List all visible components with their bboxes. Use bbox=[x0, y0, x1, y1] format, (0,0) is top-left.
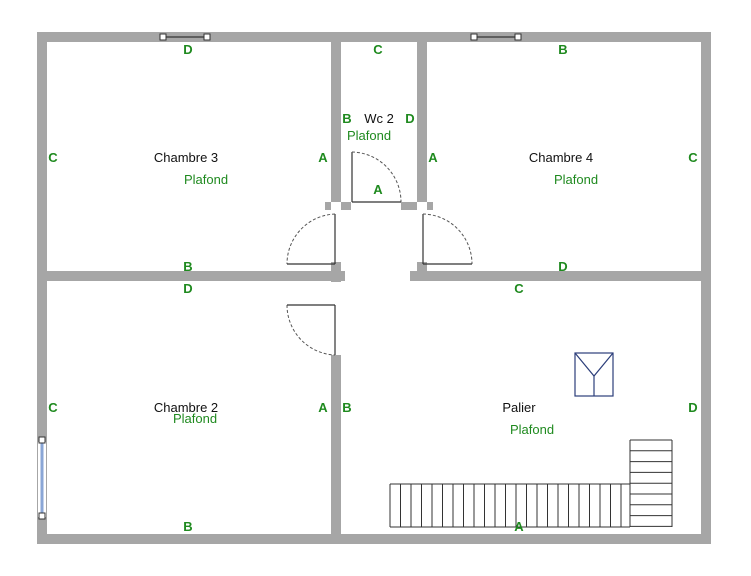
wall-letter-chambre3-right: A bbox=[318, 150, 328, 165]
wall-letter-chambre2-left: C bbox=[48, 400, 58, 415]
ceiling-label-wc2: Plafond bbox=[347, 128, 391, 143]
wall-letter-chambre2-right: A bbox=[318, 400, 328, 415]
window-top-left bbox=[159, 33, 211, 41]
wall-letter-chambre3-top: D bbox=[183, 42, 192, 57]
room-name-chambre2: Chambre 2 bbox=[154, 400, 218, 415]
outer-wall-left bbox=[37, 32, 47, 544]
door-chambre4 bbox=[422, 213, 473, 265]
outer-wall-right bbox=[701, 32, 711, 544]
wall-letter-chambre4-left: A bbox=[428, 150, 438, 165]
wall-letter-palier-bottom: A bbox=[514, 519, 524, 534]
walls bbox=[37, 32, 711, 544]
wall-letter-wc2-top: C bbox=[373, 42, 383, 57]
outer-wall-bottom bbox=[37, 534, 711, 544]
door-chambre3 bbox=[286, 213, 336, 265]
staircase bbox=[389, 439, 673, 528]
wall-letter-chambre4-right: C bbox=[688, 150, 698, 165]
wc-wall-stub-left bbox=[341, 202, 351, 210]
room-name-chambre4: Chambre 4 bbox=[529, 150, 593, 165]
room-name-palier: Palier bbox=[502, 400, 536, 415]
wall-letter-chambre2-top: D bbox=[183, 281, 192, 296]
ceiling-label-chambre3: Plafond bbox=[184, 172, 228, 187]
wall-letter-palier-left: B bbox=[342, 400, 351, 415]
wc-wall-stub-outer-left bbox=[325, 202, 331, 210]
wall-letter-chambre3-bottom: B bbox=[183, 259, 192, 274]
wall-letter-chambre4-bottom: D bbox=[558, 259, 567, 274]
wall-chambre3-wc bbox=[331, 42, 341, 202]
wall-letter-palier-right: D bbox=[688, 400, 697, 415]
room-name-wc2: Wc 2 bbox=[364, 111, 394, 126]
window-top-right bbox=[470, 33, 522, 41]
wc-wall-stub-right bbox=[401, 202, 417, 210]
door-chambre2 bbox=[286, 304, 336, 356]
room-name-chambre3: Chambre 3 bbox=[154, 150, 218, 165]
wall-letter-chambre4-top: B bbox=[558, 42, 567, 57]
wall-letter-chambre2-bottom: B bbox=[183, 519, 192, 534]
wall-chambre4-palier bbox=[410, 271, 701, 281]
ceiling-label-palier: Plafond bbox=[510, 422, 554, 437]
skylight-symbol bbox=[574, 352, 614, 397]
outer-wall-top bbox=[37, 32, 711, 42]
door-wc bbox=[351, 151, 402, 203]
wall-letter-chambre3-left: C bbox=[48, 150, 58, 165]
wall-chambre2-palier bbox=[331, 355, 341, 534]
wc-wall-stub-outer-right bbox=[427, 202, 433, 210]
wall-letter-palier-top: C bbox=[514, 281, 524, 296]
wall-wc-chambre4 bbox=[417, 42, 427, 202]
window-left bbox=[38, 436, 46, 520]
wall-chambre4-stub bbox=[417, 262, 427, 272]
wall-chambre3-chambre2 bbox=[47, 271, 345, 281]
wall-letter-wc2-left: B bbox=[342, 111, 351, 126]
ceiling-label-chambre4: Plafond bbox=[554, 172, 598, 187]
wall-letter-wc2-right: D bbox=[405, 111, 414, 126]
ceiling-label-chambre2: Plafond bbox=[173, 411, 217, 426]
wall-letter-wc2-bottom: A bbox=[373, 182, 383, 197]
